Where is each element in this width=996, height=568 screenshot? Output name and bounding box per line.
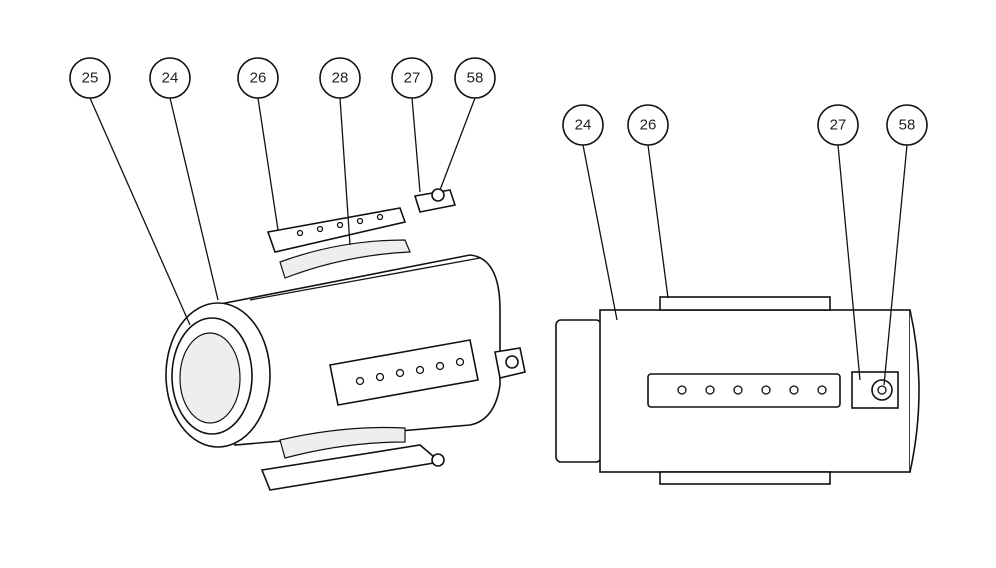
callout-24-side: 24 xyxy=(562,104,604,146)
top-bar-26 xyxy=(266,207,407,253)
callout-24: 24 xyxy=(149,57,191,99)
top-bar-holes xyxy=(296,213,384,237)
callout-58-side: 58 xyxy=(886,104,928,146)
svg-text:58: 58 xyxy=(467,70,484,87)
svg-text:28: 28 xyxy=(332,70,349,87)
svg-text:26: 26 xyxy=(250,70,267,87)
left-exploded-view xyxy=(165,188,526,491)
svg-text:27: 27 xyxy=(830,117,847,134)
curved-pad-28 xyxy=(279,239,411,279)
curved-pad-bottom xyxy=(279,426,406,459)
callout-28: 28 xyxy=(319,57,361,99)
end-opening xyxy=(179,332,241,424)
side-bar-holes xyxy=(355,357,465,386)
bottom-rail xyxy=(659,471,831,485)
callout-27: 27 xyxy=(391,57,433,99)
callout-27-side: 27 xyxy=(817,104,859,146)
leader-lines xyxy=(89,97,908,386)
callout-26-side: 26 xyxy=(627,104,669,146)
side-slot-holes xyxy=(677,385,827,395)
callout-26: 26 xyxy=(237,57,279,99)
svg-text:25: 25 xyxy=(82,70,99,87)
svg-text:24: 24 xyxy=(575,117,592,134)
svg-text:24: 24 xyxy=(162,70,179,87)
svg-text:27: 27 xyxy=(404,70,421,87)
callout-58: 58 xyxy=(454,57,496,99)
callout-25: 25 xyxy=(69,57,111,99)
cylinder-body xyxy=(214,254,501,446)
screw-58 xyxy=(431,188,445,202)
flange xyxy=(555,319,602,463)
svg-text:58: 58 xyxy=(899,117,916,134)
top-rail-26 xyxy=(659,296,831,311)
screw-58-side xyxy=(871,379,893,401)
right-side-view xyxy=(555,296,920,485)
svg-text:26: 26 xyxy=(640,117,657,134)
side-slot-bar xyxy=(647,373,841,408)
